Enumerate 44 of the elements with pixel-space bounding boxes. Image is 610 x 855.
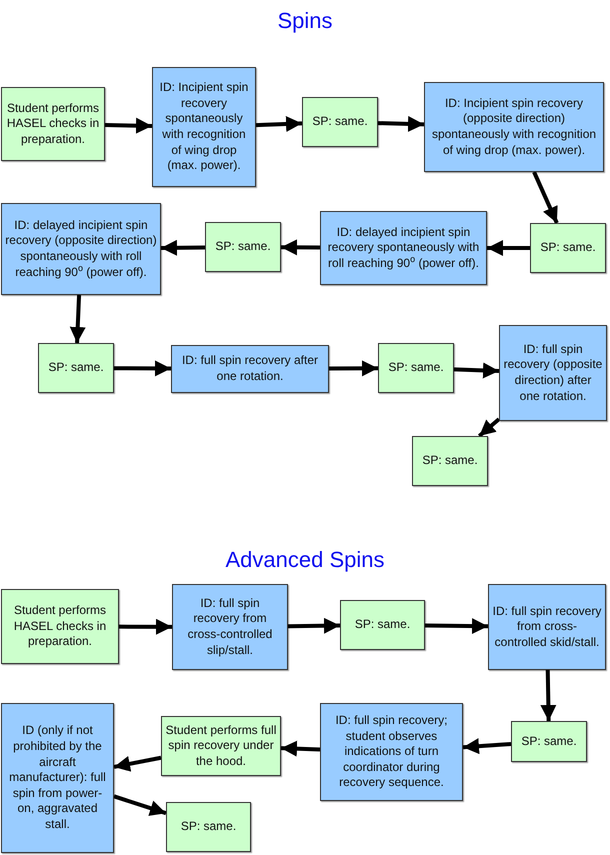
instruction-box: ID: delayed incipient spin recovery (opposite direction) spontaneously with roll reaching 90$^{o}$ (power off). [1,203,161,295]
section-title: Advanced Spins [224,546,386,574]
arrow [119,618,172,635]
arrow [256,116,302,132]
instruction-box: ID: full spin recovery; student observes indications of turn coordinator during recovery sequence. [320,703,463,801]
step-box: SP: same. [511,721,587,762]
arrow [280,239,320,256]
step-box: Student performs HASEL checks in preparation. [1,589,119,664]
arrow [532,171,559,224]
arrow [113,794,167,816]
arrow [114,756,162,772]
step-box: SP: same. [530,223,606,273]
instruction-box: ID: Incipient spin recovery (opposite direction) spontaneously with recognition of wing drop (max. power). [424,82,604,172]
instruction-box: ID: delayed incipient spin recovery spontaneously with roll reaching 90$^{o}$ (power off). [320,211,487,285]
instruction-box: ID: full spin recovery from cross-controlled slip/stall. [172,584,288,670]
arrow [288,618,340,634]
arrow [328,360,378,376]
instruction-box: ID: full spin recovery (opposite direction) after one rotation. [499,325,607,421]
step-box: SP: same. [205,222,281,272]
step-box: SP: same. [412,436,488,486]
arrow [540,670,556,722]
step-box: SP: same. [302,97,378,147]
step-box: SP: same. [378,343,454,393]
arrow [478,418,500,438]
step-box: SP: same. [340,600,425,650]
diagram-title: Spins [276,7,334,35]
arrow [424,618,488,634]
arrow [70,294,86,344]
arrow [104,118,152,134]
step-box: Student performs HASEL checks in preparation. [1,87,105,161]
step-box: SP: same. [38,343,114,393]
instruction-box: ID: Incipient spin recovery spontaneously with recognition of wing drop (max. power). [152,67,256,187]
instruction-box: ID: full spin recovery from cross-controlled skid/stall. [488,584,606,670]
arrow [114,360,171,376]
arrow [462,738,512,754]
arrow [454,362,500,378]
arrow [160,240,206,256]
arrow [487,240,530,256]
instruction-box: ID (only if not prohibited by the aircraft manufacturer): full spin from power-on, aggravated stall. [1,703,114,853]
instruction-box: ID: full spin recovery after one rotation. [171,345,329,393]
step-box: Student performs full spin recovery under the hood. [161,716,281,776]
arrow [280,740,320,757]
arrow [378,116,424,132]
step-box: SP: same. [166,802,251,852]
